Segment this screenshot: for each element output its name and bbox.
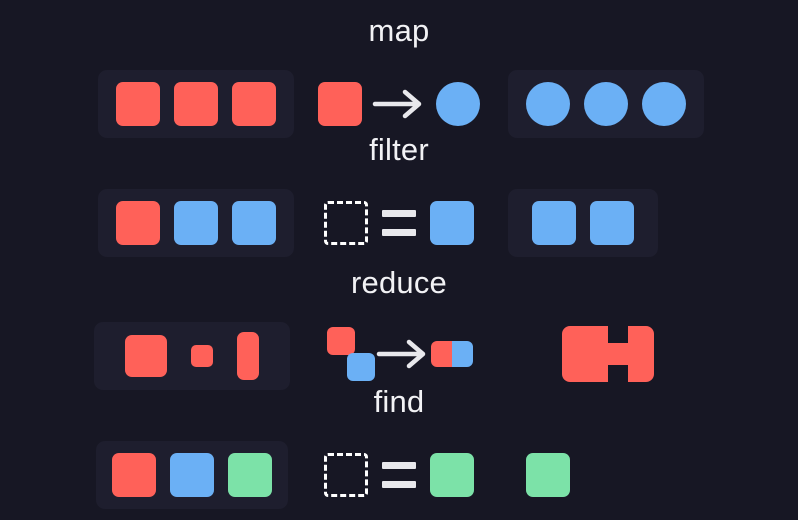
array-item-circle-blue	[642, 82, 686, 126]
filter-source-array	[98, 189, 294, 257]
array-item-square-red	[174, 82, 218, 126]
operation-title-map: map	[368, 13, 430, 48]
operation-title-find: find	[373, 384, 425, 419]
operation-title-filter: filter	[369, 132, 429, 167]
operation-title-reduce: reduce	[351, 265, 447, 300]
array-item-square-blue	[590, 201, 634, 245]
array-item-square-red	[232, 82, 276, 126]
array-item-square-blue	[174, 201, 218, 245]
operation-row-find: find	[0, 384, 798, 509]
predicate-match-square-green	[430, 453, 474, 497]
reducer-output-joined-pair	[431, 341, 473, 367]
array-item-square-small-red	[191, 345, 213, 367]
find-source-array	[96, 441, 288, 509]
map-source-array	[98, 70, 294, 138]
merged-composite-shape-red	[562, 326, 654, 382]
operation-row-reduce: reduce	[0, 265, 798, 390]
filter-result-array	[508, 189, 658, 257]
reduce-reducer-group	[310, 318, 490, 390]
find-found-value	[508, 441, 588, 509]
predicate-placeholder-icon	[324, 453, 368, 497]
callback-output-circle-blue	[436, 82, 480, 126]
composite-part-tall	[628, 326, 654, 382]
operation-row-filter: filter	[0, 132, 798, 257]
arrow-right-icon	[376, 339, 426, 369]
arrow-right-icon	[372, 89, 422, 119]
map-result-array	[508, 70, 704, 138]
array-item-square-red	[116, 201, 160, 245]
array-item-square-blue	[232, 201, 276, 245]
array-item-rect-tall-red	[237, 332, 259, 380]
predicate-placeholder-icon	[324, 201, 368, 245]
equals-icon	[382, 210, 416, 236]
array-item-square-red	[116, 82, 160, 126]
map-callback-group	[313, 70, 485, 138]
equals-icon	[382, 462, 416, 488]
reduce-source-array	[94, 322, 290, 390]
reducer-input-staggered-pair	[327, 327, 375, 381]
reducer-output-half-blue	[452, 341, 473, 367]
reducer-input-square-red	[327, 327, 355, 355]
reducer-input-square-blue	[347, 353, 375, 381]
array-item-square-red	[112, 453, 156, 497]
composite-part-large	[562, 326, 608, 382]
array-item-square-blue	[532, 201, 576, 245]
array-item-square-green	[228, 453, 272, 497]
array-item-circle-blue	[584, 82, 628, 126]
composite-part-small	[606, 343, 630, 365]
reducer-output-half-red	[431, 341, 452, 367]
operation-row-map: map	[0, 13, 798, 138]
find-predicate-group	[313, 441, 485, 509]
predicate-match-square-blue	[430, 201, 474, 245]
found-item-square-green	[526, 453, 570, 497]
callback-input-square-red	[318, 82, 362, 126]
array-item-square-large-red	[125, 335, 167, 377]
array-item-square-blue	[170, 453, 214, 497]
filter-predicate-group	[313, 189, 485, 257]
reduce-accumulated-value	[508, 316, 708, 392]
array-item-circle-blue	[526, 82, 570, 126]
